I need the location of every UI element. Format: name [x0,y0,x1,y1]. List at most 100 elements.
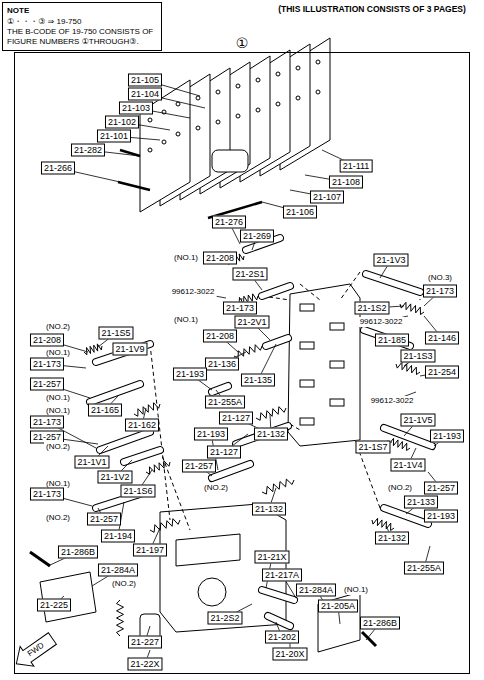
part-number: 21-173 [30,416,64,429]
part-number: 21-217A [262,569,302,582]
part-number: 21-107 [310,191,344,204]
part-number: 21-266 [41,162,75,175]
port [330,399,344,406]
plate-hole [256,108,260,112]
part-number: 21-1V9 [112,343,147,356]
valve-bore [198,578,226,606]
bolt [118,182,150,190]
valve-spool [364,330,410,346]
port [300,380,314,387]
callout-note: (NO.1) [44,406,72,416]
part-number: 21-136 [205,358,239,371]
part-number: 21-284A [296,584,336,597]
plate-hole [176,102,180,106]
callout-note: (NO.1) [172,315,200,325]
valve-spool [268,616,290,626]
part-number: 21-132 [252,503,286,516]
part-number: 21-104 [128,88,162,101]
spring [150,519,180,533]
part-number: 21-1S2 [354,302,389,315]
part-number: 21-205A [318,600,358,613]
part-number: 21-20X [272,648,307,661]
part-number: 21-173 [30,358,64,371]
part-number: 21-106 [283,206,317,219]
part-number: 21-21X [254,551,289,564]
part-number: 21-1V1 [74,456,109,469]
part-number: 21-173 [423,285,457,298]
plate-hole [216,120,220,124]
part-number: 21-105 [128,74,162,87]
valve-spool [366,274,420,292]
guide-line [300,284,320,300]
callout-note: (NO.2) [110,579,138,589]
part-number: 21-127 [207,446,241,459]
valve-spool [366,274,420,292]
direction-arrow [9,629,59,674]
part-number: 21-185 [375,334,409,347]
part-number: 21-286B [58,546,98,559]
spring [117,600,124,636]
part-number: 21-127 [219,412,253,425]
valve-spool [124,450,160,462]
part-number: 21-22X [127,658,162,671]
plate-hole [296,96,300,100]
spring [400,302,424,314]
port [330,361,344,368]
valve-bore [176,534,240,566]
callout-note: (NO.2) [44,442,72,452]
part-number: 21-173 [30,488,64,501]
part-number: 21-1S5 [98,327,133,340]
valve-spool [100,432,150,450]
plate-hole [296,66,300,70]
spring [388,438,410,450]
valve-spool [268,616,290,626]
spring [262,479,294,494]
valve-spool [262,590,294,600]
callout-note: (NO.2) [386,483,414,493]
part-number: 21-173 [223,302,257,315]
callout-note: 99612-3022 [369,396,416,406]
plate-hole [276,102,280,106]
spring [146,461,170,474]
part-number: 21-2S2 [207,612,242,625]
part-number: 21-208 [203,330,237,343]
part-number: 21-2V1 [234,316,269,329]
valve-spool [262,286,290,296]
part-number: 21-2S1 [232,268,267,281]
part-number: 21-162 [125,419,159,432]
part-number: 21-1V5 [400,414,435,427]
valve-spool [384,428,432,446]
part-number: 21-103 [119,102,153,115]
part-number: 21-1S7 [355,441,390,454]
spring [256,407,286,421]
valve-spool [384,508,428,524]
callout-note: (NO.2) [44,322,72,332]
part-number: 21-286B [360,617,400,630]
part-number: 21-193 [430,430,464,443]
valve-spool [262,286,290,296]
valve-spool [262,590,294,600]
solenoid [212,150,248,172]
valve-spool [212,464,250,478]
part-number: 21-102 [105,116,139,129]
plate-hole [236,114,240,118]
plate-hole [196,126,200,130]
valve-body [288,284,360,446]
bolt [30,552,50,566]
callout-note: 99612-3022 [358,317,405,327]
valve-spool [236,426,288,444]
page-note: (THIS ILLUSTRATION CONSISTS OF 3 PAGES) [276,4,468,15]
part-number: 21-1V3 [373,254,408,267]
part-number: 21-193 [424,510,458,523]
callout-note: (NO.1) [44,393,72,403]
plate-hole [316,90,320,94]
port [300,418,314,425]
part-number: 21-1S6 [120,485,155,498]
part-number: 21-132 [254,428,288,441]
part-number: 21-276 [212,216,246,229]
bolt [362,632,376,646]
figure-number: ① [236,36,249,50]
valve-spool [212,464,250,478]
part-number: 21-135 [241,374,275,387]
